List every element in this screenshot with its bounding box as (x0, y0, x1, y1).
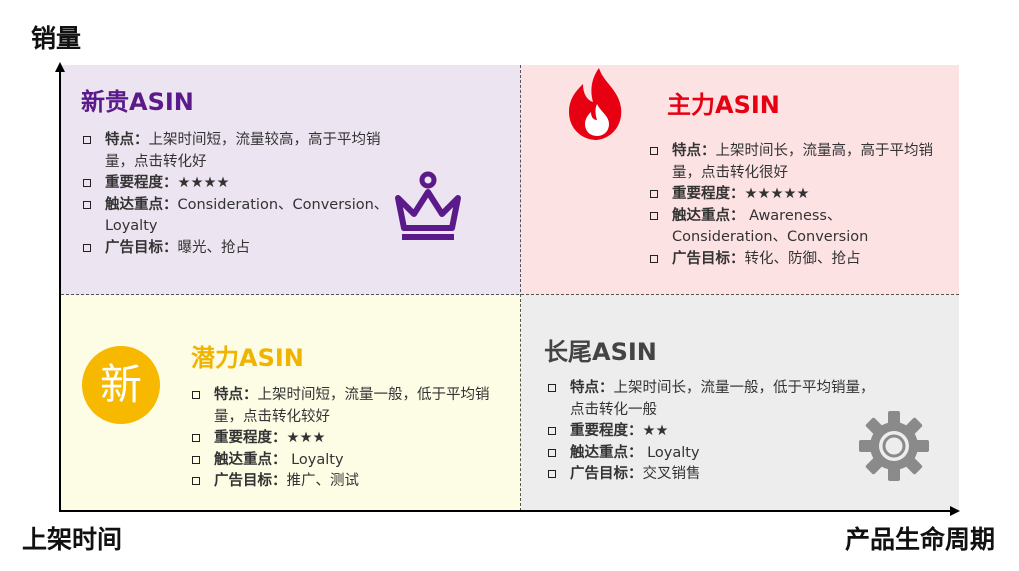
y-axis-line (59, 70, 61, 512)
list-item: 特点：上架时间短，流量较高，高于平均销量，点击转化好 (81, 130, 391, 173)
x-axis-line (59, 510, 951, 512)
item-text: ★★★★★ (744, 186, 810, 202)
list-item: 广告目标：转化、防御、抢占 (648, 249, 954, 271)
list-item: 触达重点：Consideration、Conversion、Loyalty (81, 195, 391, 238)
item-text: 交叉销售 (642, 466, 701, 482)
list-item: 广告目标：交叉销售 (546, 464, 886, 486)
crown-icon (395, 171, 461, 240)
item-label: 特点： (672, 143, 716, 159)
item-label: 触达重点： (214, 451, 287, 468)
item-text: ★★ (642, 423, 669, 439)
item-text: 上架时间长，流量一般，低于平均销量，点击转化一般 (570, 380, 875, 418)
item-label: 广告目标： (672, 250, 745, 267)
quadrant-title-top-left: 新贵ASIN (81, 88, 194, 116)
list-item: 特点：上架时间短，流量一般，低于平均销量，点击转化较好 (190, 385, 500, 428)
x-axis-start-label: 上架时间 (22, 525, 123, 554)
item-text: Loyalty (642, 444, 700, 461)
fire-icon (569, 68, 622, 140)
item-label: 特点： (570, 380, 614, 396)
item-label: 广告目标： (570, 466, 643, 482)
item-text: 上架时间短，流量一般，低于平均销量，点击转化较好 (214, 387, 490, 425)
item-text: ★★★ (286, 430, 326, 446)
bullet-list-bottom-left: 特点：上架时间短，流量一般，低于平均销量，点击转化较好 重要程度：★★★ 触达重… (190, 385, 500, 493)
item-label: 广告目标： (214, 473, 287, 489)
item-text: 上架时间短，流量较高，高于平均销量，点击转化好 (105, 132, 381, 170)
list-item: 重要程度：★★★★ (81, 173, 391, 195)
horizontal-divider (61, 294, 959, 295)
x-axis-arrow-icon (950, 506, 960, 516)
item-label: 重要程度： (214, 430, 287, 446)
bullet-list-bottom-right: 特点：上架时间长，流量一般，低于平均销量，点击转化一般 重要程度：★★ 触达重点… (546, 378, 886, 486)
quadrant-top-left (61, 65, 521, 295)
item-label: 触达重点： (105, 196, 178, 213)
bullet-list-top-left: 特点：上架时间短，流量较高，高于平均销量，点击转化好 重要程度：★★★★ 触达重… (81, 130, 391, 259)
list-item: 重要程度：★★★ (190, 428, 500, 450)
list-item: 特点：上架时间长，流量高，高于平均销量，点击转化很好 (648, 141, 954, 184)
y-axis-title: 销量 (31, 24, 82, 53)
new-badge-icon: 新 (82, 346, 160, 424)
y-axis-arrow-icon (55, 62, 65, 72)
list-item: 重要程度：★★ (546, 421, 886, 443)
item-text: 上架时间长，流量高，高于平均销量，点击转化很好 (672, 143, 933, 181)
quadrant-title-bottom-right: 长尾ASIN (544, 338, 657, 366)
quadrant-title-bottom-left: 潜力ASIN (191, 344, 304, 372)
item-label: 特点： (105, 132, 149, 148)
quadrant-bottom-right (521, 295, 959, 511)
item-label: 触达重点： (570, 444, 643, 461)
item-label: 触达重点： (672, 207, 745, 224)
quadrant-title-top-right: 主力ASIN (667, 91, 780, 119)
list-item: 特点：上架时间长，流量一般，低于平均销量，点击转化一般 (546, 378, 886, 421)
item-label: 重要程度： (672, 186, 745, 202)
list-item: 触达重点： Loyalty (546, 443, 886, 465)
item-text: Consideration、Conversion、Loyalty (105, 196, 389, 235)
item-label: 广告目标： (105, 239, 178, 256)
item-text: Awareness、 Consideration、Conversion (672, 207, 869, 246)
gear-icon (859, 411, 929, 481)
item-text: 推广、测试 (286, 473, 360, 489)
item-label: 重要程度： (105, 175, 178, 191)
list-item: 广告目标：曝光、抢占 (81, 238, 391, 260)
item-text: 曝光、抢占 (177, 239, 251, 256)
vertical-divider (520, 65, 521, 511)
item-text: ★★★★ (177, 175, 230, 191)
list-item: 触达重点： Loyalty (190, 450, 500, 472)
item-text: Loyalty (286, 451, 344, 468)
list-item: 广告目标：推广、测试 (190, 471, 500, 493)
item-label: 特点： (214, 387, 258, 403)
x-axis-end-label: 产品生命周期 (844, 525, 995, 554)
bullet-list-top-right: 特点：上架时间长，流量高，高于平均销量，点击转化很好 重要程度：★★★★★ 触达… (648, 141, 954, 270)
item-label: 重要程度： (570, 423, 643, 439)
item-text: 转化、防御、抢占 (744, 250, 861, 267)
list-item: 触达重点： Awareness、 Consideration、Conversio… (648, 206, 954, 249)
list-item: 重要程度：★★★★★ (648, 184, 954, 206)
